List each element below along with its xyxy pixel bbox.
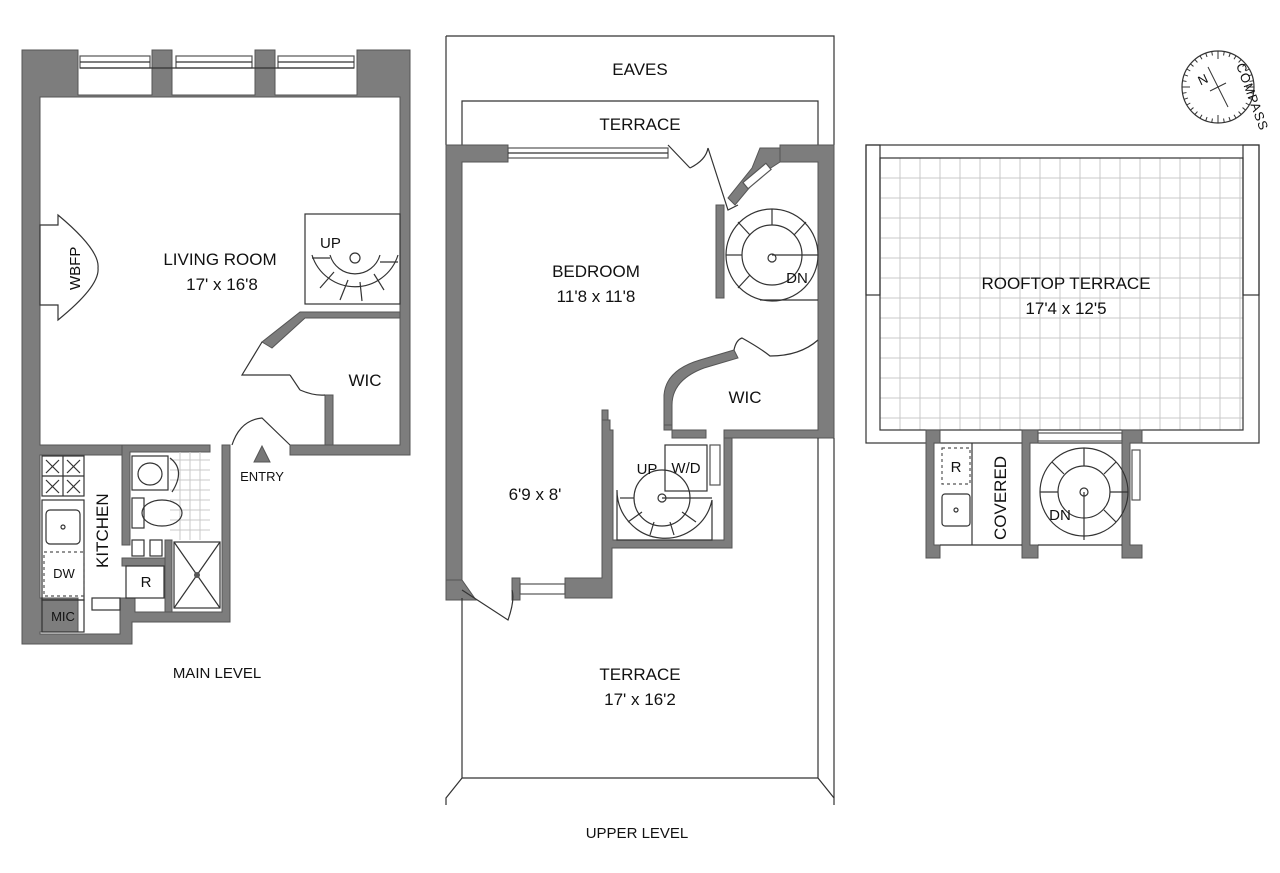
microwave [41,599,85,633]
microwave-label: MIC [51,609,75,624]
bathroom-walls [121,444,211,546]
dishwasher [43,551,85,597]
shower-icon [173,541,221,609]
spiral-stair-up-icon [616,469,713,541]
sink-icon [45,509,81,545]
covered-label: COVERED [991,456,1010,540]
window [519,583,566,595]
fireplace-label: WBFP [67,247,84,290]
rooftop-terrace-dim: 17'4 x 12'5 [1025,299,1106,318]
main-level-walls [21,49,411,645]
fireplace-icon [39,213,99,322]
sink-icon [941,493,971,527]
entry-label: ENTRY [240,469,284,484]
entry-arrow-icon [253,444,271,463]
spiral-stair-down-icon [725,208,819,302]
alcove-dim: 6'9 x 8' [509,485,562,504]
spiral-stair-down-icon [1039,447,1129,540]
rooftop-fridge [941,447,971,485]
dishwasher-label: DW [53,566,75,581]
upper-level-walls [445,144,509,581]
rooftop-stair-down-label: DN [1049,507,1071,524]
fridge-label: R [141,574,152,591]
stair-down-label: DN [786,270,808,287]
bedroom-dim: 11'8 x 11'8 [557,287,636,306]
bulkhead-walls [925,429,941,559]
living-room-name: LIVING ROOM [163,250,276,269]
wic-label: WIC [348,371,381,390]
laundry-label: W/D [671,460,700,477]
bedroom-name: BEDROOM [552,262,640,281]
spiral-stair-up-icon [304,213,401,305]
wic-label: WIC [728,388,761,407]
kitchen-label: KITCHEN [93,493,112,568]
terrace-name: TERRACE [599,665,680,684]
terrace-dim: 17' x 16'2 [604,690,676,709]
rooftop-terrace-name: ROOFTOP TERRACE [981,274,1150,293]
upper-level-title: UPPER LEVEL [586,825,689,842]
fridge [125,565,165,599]
compass-icon: N COMPASS [1181,50,1272,133]
main-level-title: MAIN LEVEL [173,665,261,682]
rooftop-fridge-label: R [951,459,962,476]
terrace-top-label: TERRACE [599,115,680,134]
toilet-icon [131,497,183,529]
closet-walls [261,311,401,349]
eaves-label: EAVES [612,60,667,79]
rooftop-terrace-grid [880,158,1243,430]
upper-level-outline [445,35,835,145]
stove-icon [41,455,85,497]
rooftop-plan: ROOFTOP TERRACE 17'4 x 12'5 R COVERED [865,144,1260,559]
living-room-dim: 17' x 16'8 [186,275,258,294]
bathroom-tile [170,452,210,540]
stair-up-label: UP [637,461,658,478]
stair-up-label: UP [320,235,341,252]
compass-north: N [1195,71,1210,89]
compass-label: COMPASS [1233,61,1271,133]
bathroom-sink-icon [131,455,169,491]
upper-level-plan: EAVES TERRACE [445,35,835,842]
closet-walls [663,349,739,426]
main-level-plan: WBFP LIVING ROOM 17' x 16'8 UP WIC ENTRY [21,49,411,682]
